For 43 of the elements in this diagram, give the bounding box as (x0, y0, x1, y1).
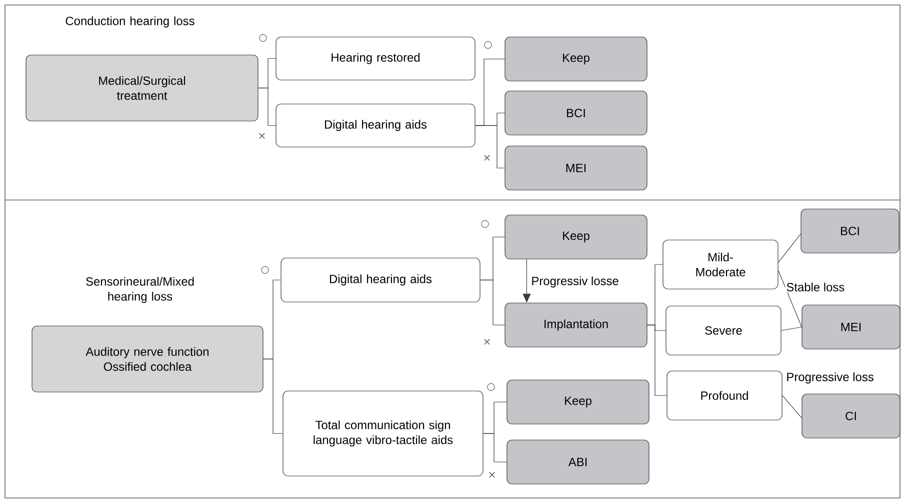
connector (263, 358, 283, 434)
option-box: Keep (506, 380, 650, 424)
connector (778, 270, 802, 328)
edge-label: Progressiv losse (530, 275, 620, 289)
option-box: MEI (504, 146, 648, 190)
branch-mark: ○ (484, 41, 492, 49)
edge-label: Stable loss (785, 282, 846, 292)
branch-mark: ○ (261, 266, 269, 274)
edge-label: Progressive loss (785, 371, 875, 385)
branch-mark: ○ (259, 34, 267, 42)
option-box: Keep (504, 214, 648, 260)
option-box: ABI (506, 440, 650, 484)
branch-mark: × (489, 472, 495, 478)
option-box: Keep (504, 36, 648, 82)
connector (480, 280, 505, 326)
branch-mark: ○ (487, 383, 495, 391)
connector (475, 125, 505, 168)
option-box: BCI (800, 208, 900, 254)
heading: Sensorineural/Mixed hearing loss (86, 276, 194, 304)
connector (647, 324, 667, 396)
connector (781, 326, 802, 331)
option-box: Mild-Moderate (662, 240, 778, 290)
option-box: Total communication sign language vibro-tactile aids (282, 390, 484, 476)
branch-mark: × (484, 155, 490, 161)
connector (483, 433, 507, 462)
branch-mark: ○ (481, 220, 489, 228)
option-box: Digital hearing aids (280, 258, 480, 302)
option-box: Hearing restored (276, 36, 476, 80)
option-box: BCI (504, 90, 648, 136)
option-box: Digital hearing aids (276, 104, 476, 148)
connector (782, 395, 802, 418)
branch-mark: × (484, 339, 490, 345)
treatment-box: Auditory nerve function Ossified cochlea (32, 326, 264, 392)
connector (258, 88, 276, 126)
heading: Conduction hearing loss (66, 16, 194, 28)
option-box: CI (802, 394, 900, 438)
branch-mark: × (259, 133, 265, 139)
treatment-box: Medical/Surgical treatment (26, 54, 258, 122)
option-box: Severe (666, 306, 782, 356)
connector (778, 234, 801, 263)
option-box: Implantation (504, 302, 648, 348)
option-box: MEI (802, 304, 900, 350)
option-box: Profound (666, 370, 782, 420)
